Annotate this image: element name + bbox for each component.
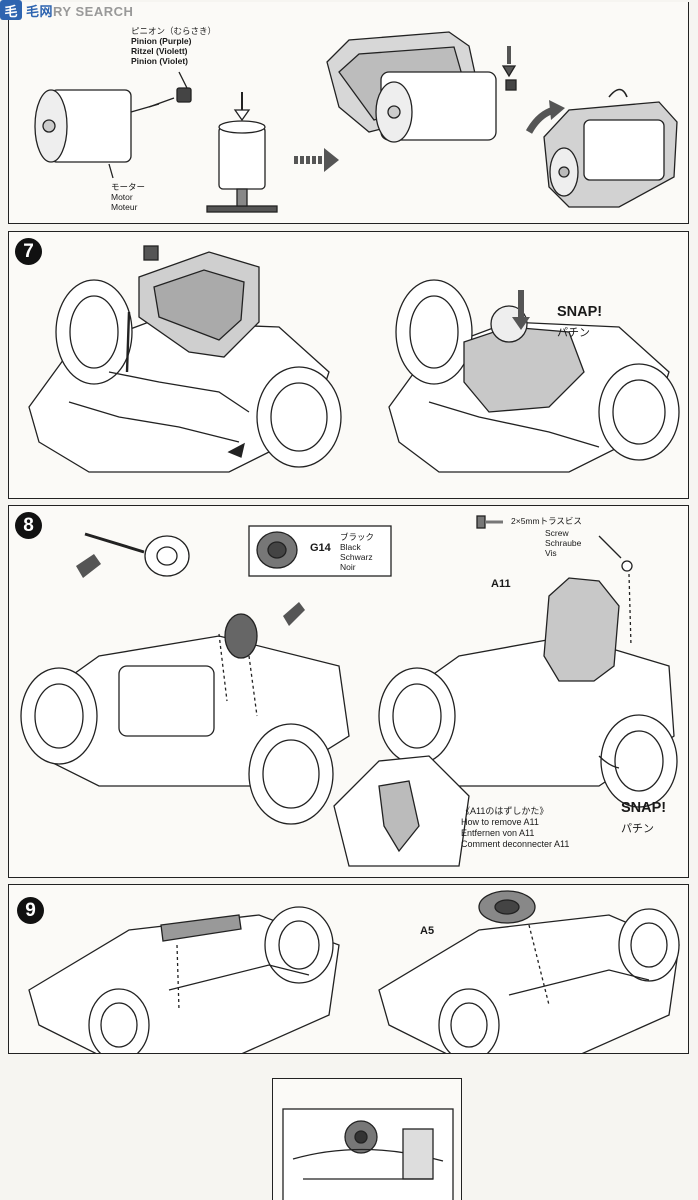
step-8-panel: 8	[8, 505, 689, 878]
step-number-badge: 7	[15, 238, 42, 265]
remove-a11-label: 《A11のはずしかた》 How to remove A11 Entfernen …	[461, 806, 570, 849]
bottom-detail-illustration	[282, 1108, 454, 1200]
gear-color-label: ブラック Black Schwarz Noir	[340, 532, 375, 572]
snap-label: SNAP!	[621, 800, 667, 816]
step-6-illustration	[34, 31, 678, 213]
part-g14-label: G14	[310, 542, 331, 554]
step-9-panel: 9 A5	[8, 884, 689, 1054]
pinion-label: ピニオン（むらさき） Pinion (Purple) Ritzel (Viole…	[131, 26, 217, 66]
step-8-illustration	[20, 515, 678, 867]
step-7-illustration	[28, 245, 680, 473]
bottom-detail-view	[272, 1078, 462, 1200]
motor-label: モーター Motor Moteur	[111, 182, 146, 212]
step-number-badge: 9	[17, 897, 44, 924]
step-9-illustration	[28, 890, 680, 1053]
part-a5-label: A5	[420, 925, 435, 937]
step-number-badge: 8	[15, 512, 42, 539]
watermark-logo: 毛 毛网RY SEARCH	[0, 0, 133, 20]
part-a11-label: A11	[491, 578, 511, 590]
snap-label-jp: パチン	[557, 327, 590, 339]
step-7-panel: 7 SNAP! パチン	[8, 231, 689, 499]
watermark-text: 毛网RY SEARCH	[26, 3, 134, 19]
watermark-icon: 毛	[0, 0, 22, 20]
snap-label: SNAP!	[557, 304, 603, 320]
screw-label-langs: Screw Schraube Vis	[545, 528, 582, 558]
step-6-panel: ピニオン（むらさき） Pinion (Purple) Ritzel (Viole…	[8, 2, 689, 224]
snap-label-jp: パチン	[621, 823, 654, 835]
screw-label: 2×5mmトラスビス	[511, 516, 582, 526]
